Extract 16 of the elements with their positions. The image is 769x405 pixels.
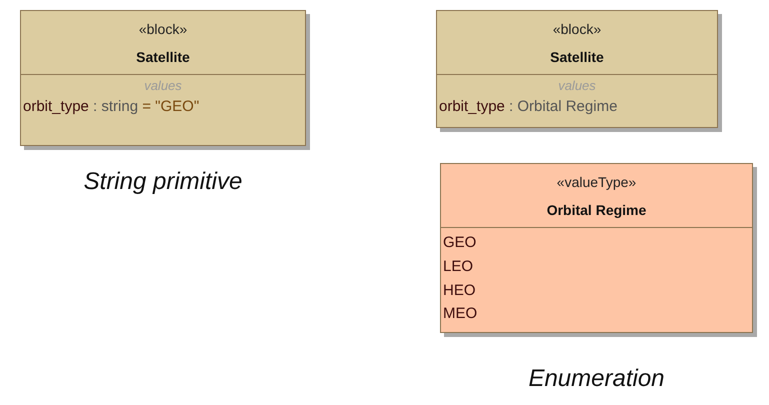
compartment-label: values (144, 78, 182, 94)
stereotype-text: «block» (552, 21, 602, 38)
attribute-text: orbit_type : Orbital Regime (439, 98, 618, 117)
caption-text: String primitive (84, 167, 242, 197)
enumeration-literal: GEO (442, 234, 476, 253)
enumeration-literal: LEO (442, 258, 474, 276)
compartment-label: values (558, 78, 596, 94)
attribute-text: orbit_type : string = "GEO" (23, 98, 200, 117)
block-name: Satellite (136, 48, 190, 66)
block-name: Orbital Regime (546, 202, 646, 219)
enumeration-literal: MEO (442, 305, 478, 324)
stereotype-text: «block» (138, 21, 188, 38)
caption-text: Enumeration (528, 364, 665, 394)
enumeration-literal: HEO (442, 282, 476, 300)
stereotype-text: «valueType» (556, 174, 636, 192)
block-name: Satellite (550, 48, 604, 66)
